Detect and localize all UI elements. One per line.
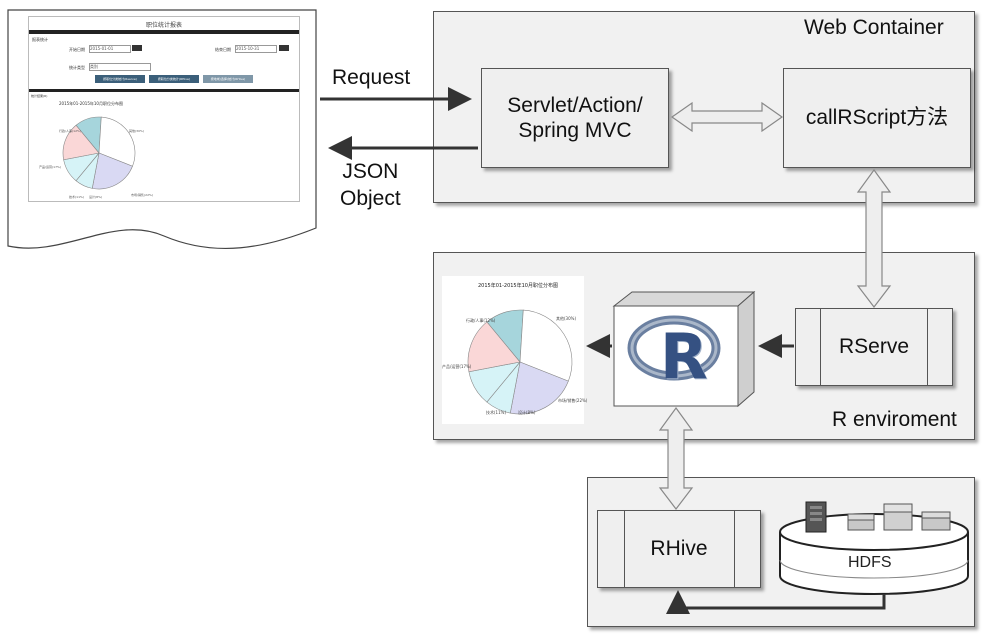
callr-rserve-double-arrow (856, 168, 892, 308)
r-chart-title: 2015年01-2015年10月职位分布图 (478, 283, 558, 289)
end-date-label: 结束日期 (215, 47, 231, 52)
page-nav-text: 报表统计 (32, 37, 48, 42)
end-date-input[interactable]: 2015-10-31 (235, 45, 277, 53)
start-date-label: 开始日期 (69, 47, 85, 52)
r-pie-label: 产品/运营(17%) (442, 364, 472, 369)
stat-button-rhive[interactable]: 按职位分类统计(RHive) (149, 75, 199, 83)
stat-button-region[interactable]: 按地域(选择)统计(RHive) (203, 75, 253, 83)
page-pie-label: 其他(30%) (129, 129, 145, 133)
pie-slice (98, 116, 136, 167)
stat-button-rserve[interactable]: 按职位分类统计(Rserve) (95, 75, 145, 83)
hdfs-label: HDFS (848, 554, 892, 571)
rserve-label: RServe (838, 335, 910, 359)
page-divider-bar (29, 89, 299, 92)
rhive-box: RHive (597, 510, 761, 588)
pie-slice (62, 124, 100, 161)
hdfs-cylinder (779, 501, 969, 595)
page-pie-label: 市场/销售(22%) (131, 193, 154, 197)
page-header-bar (29, 30, 299, 34)
type-label: 统计类型 (69, 65, 85, 70)
r-engine-cube (612, 290, 756, 408)
start-date-picker-icon[interactable] (132, 45, 142, 51)
rserve-box-right-bar (927, 309, 928, 385)
page-header-title: 职位统计报表 (145, 22, 182, 29)
r-rhive-double-arrow (658, 406, 694, 510)
type-select[interactable]: 类别 (89, 63, 151, 71)
rhive-box-right-bar (734, 511, 735, 587)
r-pie-label: 设计(8%) (518, 410, 536, 415)
hdfs-to-rhive-arrow (666, 590, 886, 614)
rhive-label: RHive (650, 537, 708, 561)
end-date-picker-icon[interactable] (279, 45, 289, 51)
servlet-callr-double-arrow (670, 101, 784, 133)
r-pie-chart (467, 309, 573, 415)
web-container-label: Web Container (804, 16, 944, 39)
servlet-action-springmvc-box: Servlet/Action/ Spring MVC (481, 68, 669, 168)
pie-slice (519, 309, 573, 382)
page-pie-label: 技术(11%) (69, 195, 85, 199)
pie-slice (467, 321, 521, 373)
pie-slice (509, 361, 569, 415)
page-chart-title: 2015年01-2015年10月职位分布图 (59, 101, 123, 106)
r-pie-label: 技术(11%) (486, 410, 507, 415)
callrscript-box: callRScript方法 (783, 68, 971, 168)
page-pie-label: 设计(8%) (89, 195, 103, 199)
rhive-box-left-bar (624, 511, 625, 587)
start-date-input[interactable]: 2015-01-01 (89, 45, 131, 53)
page-pie-label: 行政/人事(12%) (59, 129, 82, 133)
page-pie-label: 产品/运营(17%) (39, 165, 62, 169)
page-pie-chart (62, 116, 136, 190)
r-environment-label: R enviroment (832, 408, 957, 431)
client-page: 职位统计报表 报表统计 开始日期 2015-01-01 结束日期 2015-10… (28, 16, 300, 202)
r-pie-label: 行政/人事(12%) (466, 318, 496, 323)
r-logo-letter: R (660, 320, 708, 393)
rserve-box: RServe (795, 308, 953, 386)
result-label: 统计结果(R) (31, 94, 48, 98)
pie-slice (91, 152, 133, 190)
rserve-box-left-bar (820, 309, 821, 385)
r-pie-label: 市场/销售(22%) (558, 398, 588, 403)
request-label: Request (332, 66, 411, 89)
json-object-label: JSON Object (340, 160, 401, 211)
r-pie-label: 其他(30%) (556, 316, 577, 321)
